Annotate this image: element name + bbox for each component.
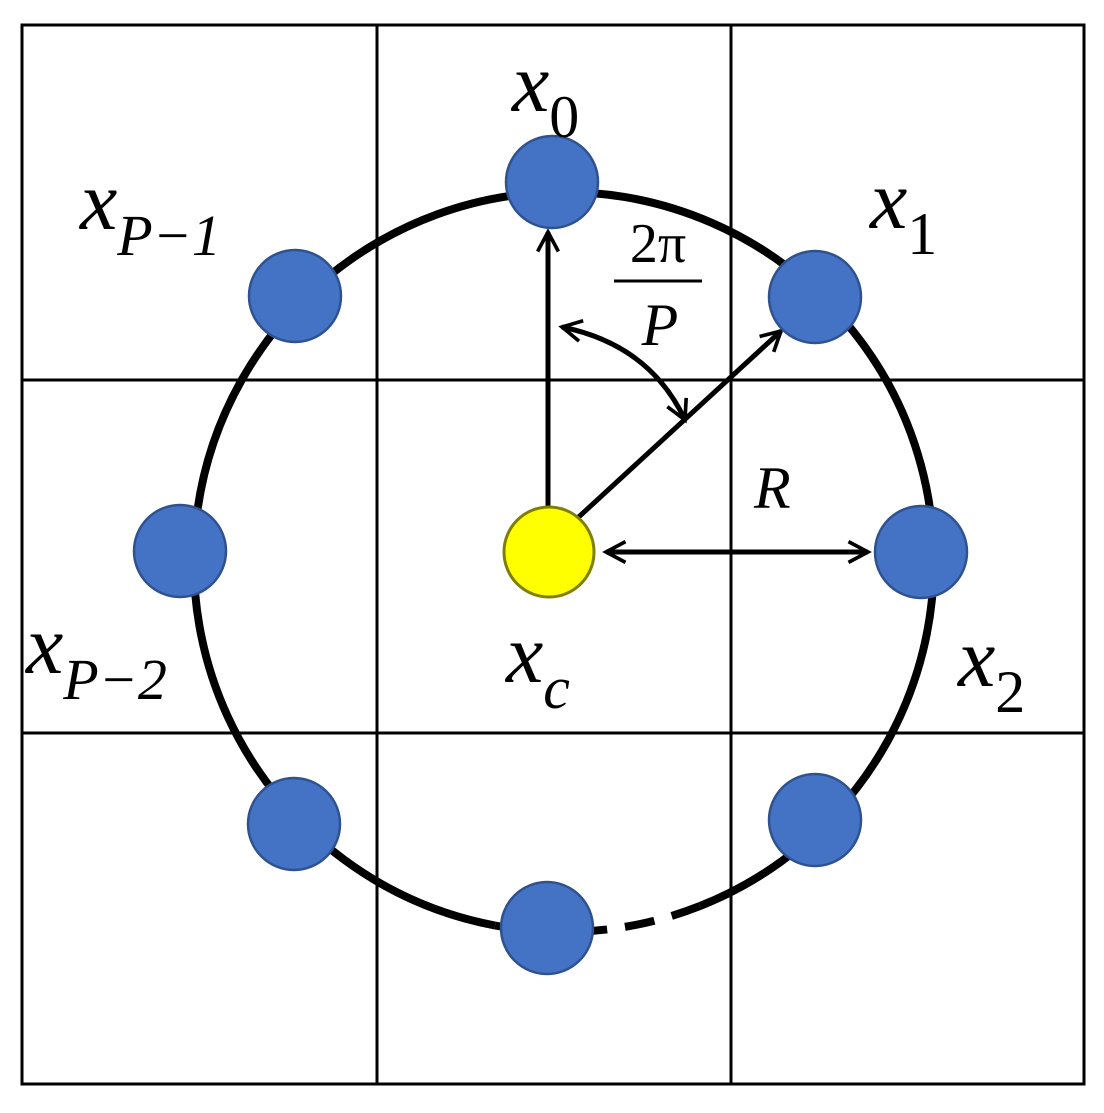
neighbor-point-bottom bbox=[499, 880, 595, 976]
label-xp1: xP−1 bbox=[78, 155, 221, 268]
label-x2: x2 bbox=[956, 612, 1025, 725]
grid-border bbox=[20, 23, 1086, 1086]
angle-arc-arrow bbox=[558, 318, 688, 424]
arrows bbox=[535, 228, 872, 565]
labels: x0 x1 x2 xP−1 xP−2 xc 2π P R bbox=[24, 37, 1025, 725]
label-x0: x0 bbox=[510, 37, 579, 150]
neighbor-point-xp1 bbox=[247, 248, 343, 344]
pixel-grid bbox=[20, 23, 1086, 1086]
label-xc: xc bbox=[504, 608, 570, 721]
neighbor-point-x0 bbox=[504, 134, 600, 230]
neighbor-point-x1 bbox=[767, 249, 863, 345]
neighbor-point-xp2 bbox=[132, 503, 228, 599]
center-point-xc bbox=[502, 505, 596, 599]
label-x1: x1 bbox=[868, 154, 937, 267]
neighbor-points bbox=[132, 134, 969, 976]
sampling-circle-dashed bbox=[494, 902, 702, 936]
label-radius: R bbox=[753, 455, 791, 521]
label-xp2: xP−2 bbox=[24, 599, 167, 712]
angle-numerator: 2π bbox=[630, 213, 686, 275]
arrow-to-x1 bbox=[568, 328, 784, 527]
neighbor-point-bottom-right bbox=[767, 772, 863, 868]
neighbor-point-x2 bbox=[873, 504, 969, 600]
neighbor-point-bottom-left bbox=[246, 776, 342, 872]
angle-denominator: P bbox=[641, 292, 679, 358]
